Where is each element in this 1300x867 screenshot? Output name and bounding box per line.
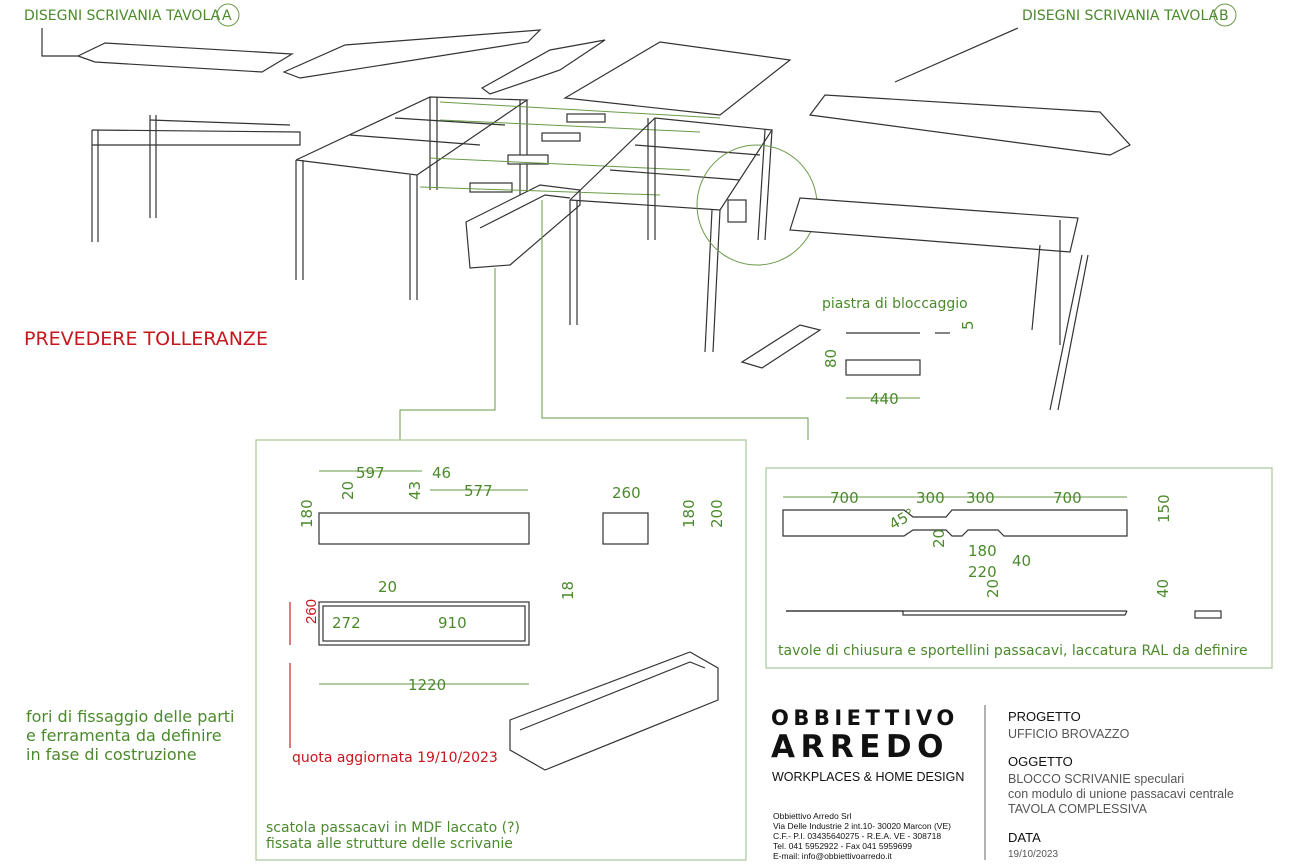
box-dimensions: 597 46 577 20 43 180 260 180 200 20 18 2… [289,464,726,771]
leader-panel [541,200,809,440]
note-scatola-1: scatola passacavi in MDF laccato (?) [266,820,520,836]
piastra-dims-length: 440 [870,390,899,408]
title-block-oggetto-label: OGGETTO [1008,754,1073,769]
box-dims-d260top: 260 [612,484,641,502]
panel-dims-d700b: 700 [1053,489,1082,507]
desktop-b-main [563,41,792,116]
piastra-detail: piastra di bloccaggio 5 80 440 [740,296,977,408]
panel-dims-d300b: 300 [966,489,995,507]
badge-circle-a [216,3,240,27]
panel-dims-d40: 40 [1012,552,1031,570]
note-quota: quota aggiornata 19/10/2023 [292,750,498,766]
cable-lid [480,39,606,95]
title-block-progetto-value: UFFICIO BROVAZZO [1008,727,1130,741]
title-block-data-label: DATA [1008,830,1041,845]
title-block-data-value: 19/10/2023 [1008,849,1058,860]
box-dims-d46: 46 [432,464,451,482]
box-iso-view [509,651,719,771]
panel-dims-d20: 20 [930,529,948,548]
title-block-phone: Tel. 041 5952922 - Fax 041 5959699 [773,841,912,851]
note-fori-2: e ferramenta da definire [26,726,222,745]
title-block-oggetto-line1: BLOCCO SCRIVANIE speculari [1008,772,1184,786]
note-scatola-2: fissata alle strutture delle scrivanie [266,836,513,852]
logo-line1: OBBIETTIVO [771,706,959,730]
note-tolleranze: PREVEDERE TOLLERANZE [24,328,268,350]
box-dims-d597: 597 [356,464,385,482]
exploded-view [76,29,1131,411]
title-block-email: E-mail: info@obbiettivoarredo.it [773,851,892,861]
heading-tavola-a-text: DISEGNI SCRIVANIA TAVOLA [24,8,221,24]
panel-tavole [765,467,1273,669]
box-dims-d20b: 20 [378,578,397,596]
title-block-oggetto-line2: con modulo di unione passacavi centrale [1008,787,1234,801]
leader-line-b [894,27,1019,83]
box-dims-d260: 260 [303,599,320,624]
heading-tavola-b-text: DISEGNI SCRIVANIA TAVOLA [1022,8,1219,24]
badge-circle-b [1213,3,1237,27]
title-block-address: Via Delle Industrie 2 int.10- 30020 Marc… [773,821,951,831]
desktop-a-left [76,42,294,73]
tagline: WORKPLACES & HOME DESIGN [772,770,964,784]
box-dims-d43: 43 [406,481,424,500]
box-dims-d180: 180 [298,499,316,528]
title-block-oggetto-line3: TAVOLA COMPLESSIVA [1008,802,1148,816]
piastra-dims-height: 80 [822,349,840,368]
panel-scatola [255,439,747,861]
heading-tavola-a: DISEGNI SCRIVANIA TAVOLA A [24,3,240,57]
leader-box [399,268,496,440]
box-dims-d577: 577 [464,482,493,500]
box-dims-d272: 272 [332,614,361,632]
piastra-dims-thickness: 5 [959,320,977,330]
box-dims-d18: 18 [559,581,577,600]
panel-dims-d700a: 700 [830,489,859,507]
logo-line2: ARREDO [771,729,949,765]
box-dims-d20a: 20 [339,481,357,500]
panel-dims-d180: 180 [968,542,997,560]
panel-dims-d45: 45° [886,505,918,534]
note-fori-1: fori di fissaggio delle parti [26,707,234,726]
panel-dimensions: 700 300 300 700 45° 20 180 40 220 150 20… [782,489,1222,619]
desktop-a-main [282,29,542,79]
badge-a: A [222,8,232,24]
piastra-label: piastra di bloccaggio [822,296,968,312]
badge-b: B [1219,8,1229,24]
box-dims-d910: 910 [438,614,467,632]
box-dims-d180b: 180 [680,499,698,528]
note-tavole: tavole di chiusura e sportellini passaca… [778,643,1248,659]
title-block: OBBIETTIVO ARREDO WORKPLACES & HOME DESI… [771,705,1234,861]
panel-dims-d220: 220 [968,563,997,581]
title-block-company: Obbiettivo Arredo Srl [773,811,852,821]
panel-dims-d40b: 40 [1154,579,1172,598]
panel-dims-d300a: 300 [916,489,945,507]
desktop-b-right [808,94,1131,156]
heading-tavola-b: DISEGNI SCRIVANIA TAVOLA B [894,3,1237,83]
title-block-fiscal: C.F.- P.I. 03435640275 - R.E.A. VE - 308… [773,831,941,841]
box-dims-d200: 200 [708,499,726,528]
note-fori-3: in fase di costruzione [26,745,197,764]
panel-dims-d20b: 20 [984,579,1002,598]
leader-line-a [41,28,78,57]
panel-dims-d150: 150 [1155,494,1173,523]
cable-box-3d [465,184,581,269]
box-dims-d1220: 1220 [408,676,446,694]
title-block-progetto-label: PROGETTO [1008,709,1081,724]
